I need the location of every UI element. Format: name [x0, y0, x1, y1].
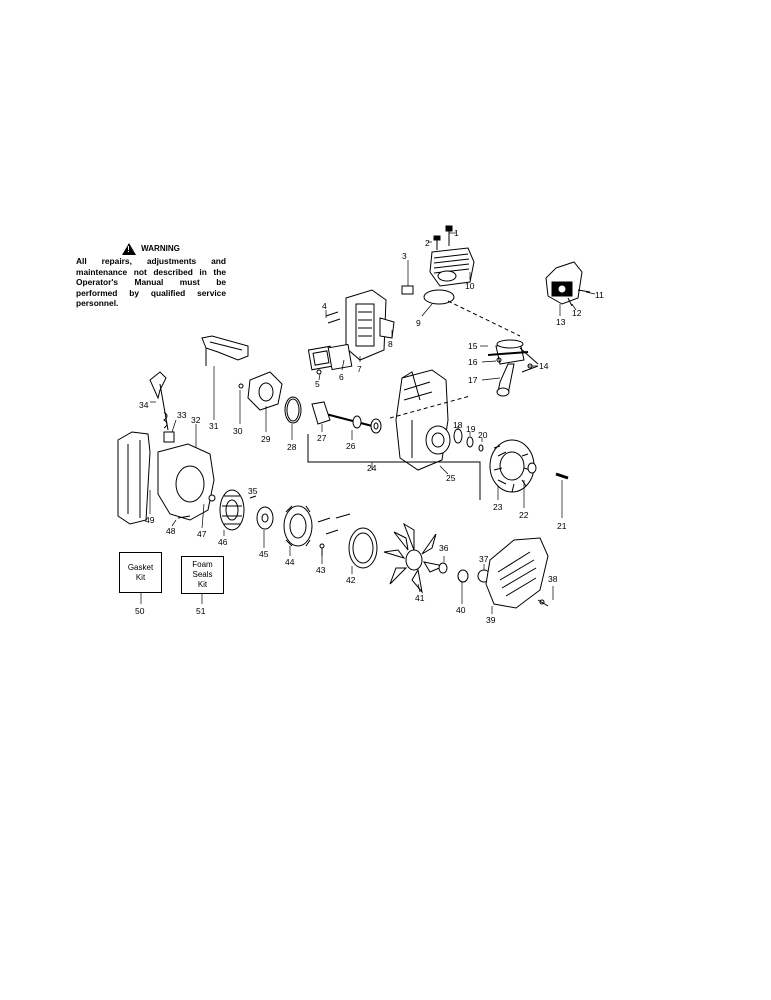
flywheel-part — [489, 439, 537, 493]
cylinder-part — [429, 225, 475, 287]
kit-label-line: Kit — [135, 572, 146, 582]
warning-header: ! WARNING — [76, 243, 226, 255]
part-label: 9 — [416, 318, 421, 328]
part-label: 15 — [468, 341, 478, 351]
crankcase-part — [395, 369, 451, 471]
part-label: 51 — [196, 606, 206, 616]
part-label: 35 — [248, 486, 258, 496]
part-label: 26 — [346, 441, 356, 451]
part-label: 20 — [478, 430, 488, 440]
part-label: 40 — [456, 605, 466, 615]
warning-heading: WARNING — [141, 243, 180, 253]
part-label: 43 — [316, 565, 326, 575]
kit-label-line: Foam — [192, 560, 213, 569]
starter-part — [219, 489, 378, 569]
part-label: 12 — [572, 308, 582, 318]
kit-label-line: Kit — [197, 580, 208, 589]
part-label: 11 — [595, 290, 604, 300]
part-label: 32 — [191, 415, 201, 425]
part-label: 45 — [259, 549, 269, 559]
kit-label-line: Gasket — [127, 562, 154, 572]
part-label: 5 — [315, 379, 320, 389]
spacer-part — [401, 285, 414, 295]
part-label: 24 — [367, 463, 377, 473]
part-label: 7 — [357, 364, 362, 374]
seal-part — [453, 428, 463, 444]
part-label: 44 — [285, 557, 295, 567]
part-label: 13 — [556, 317, 566, 327]
warning-triangle-icon: ! — [122, 243, 137, 255]
part-label: 4 — [322, 301, 327, 311]
crankshaft-part — [311, 401, 382, 434]
part-label: 41 — [415, 593, 425, 603]
air-filter-part — [238, 371, 302, 424]
muffler-part — [307, 289, 395, 375]
part-label: 49 — [145, 515, 155, 525]
warning-notice: ! WARNING All repairs, adjustments and m… — [76, 243, 226, 309]
part-label: 3 — [402, 251, 407, 261]
part-label: 31 — [209, 421, 219, 431]
part-label: 39 — [486, 615, 496, 625]
part-label: 22 — [519, 510, 529, 520]
part-label: 33 — [177, 410, 187, 420]
part-label: 48 — [166, 526, 176, 536]
part-label: 17 — [468, 375, 478, 385]
part-label: 10 — [465, 281, 475, 291]
part-label: 23 — [493, 502, 503, 512]
foam-seal-part — [117, 431, 151, 525]
part-label: 38 — [548, 574, 558, 584]
part-label: 1 — [454, 228, 459, 238]
part-label: 27 — [317, 433, 327, 443]
warning-text: All repairs, adjustments and maintenance… — [76, 256, 226, 309]
kit-label-line: Seals — [192, 570, 213, 579]
fan-impeller-part — [383, 522, 446, 594]
part-label: 28 — [287, 442, 297, 452]
ignition-module-part — [545, 261, 591, 307]
foam-seals-kit-box: Foam Seals Kit — [181, 556, 224, 594]
part-label: 42 — [346, 575, 356, 585]
part-label: 6 — [339, 372, 344, 382]
part-label: 19 — [466, 424, 476, 434]
part-label: 29 — [261, 434, 271, 444]
blower-housing-part — [157, 443, 216, 521]
part-label: 34 — [139, 400, 149, 410]
warning-symbol: ! — [127, 245, 130, 254]
part-label: 50 — [135, 606, 145, 616]
part-label: 14 — [539, 361, 549, 371]
part-label: 21 — [557, 521, 567, 531]
handle-part — [201, 335, 249, 361]
part-label: 46 — [218, 537, 228, 547]
part-label: 8 — [388, 339, 393, 349]
part-label: 2 — [425, 238, 430, 248]
part-label: 18 — [453, 420, 463, 430]
gasket-kit-box: Gasket Kit — [119, 552, 162, 593]
part-label: 47 — [197, 529, 207, 539]
part-label: 25 — [446, 473, 456, 483]
part-label: 16 — [468, 357, 478, 367]
part-label: 30 — [233, 426, 243, 436]
fan-cover-part — [485, 537, 549, 609]
part-label: 36 — [439, 543, 449, 553]
cylinder-gasket-part — [423, 289, 455, 305]
piston-assembly-part — [487, 339, 539, 397]
throttle-part — [149, 371, 175, 443]
part-label: 37 — [479, 554, 489, 564]
